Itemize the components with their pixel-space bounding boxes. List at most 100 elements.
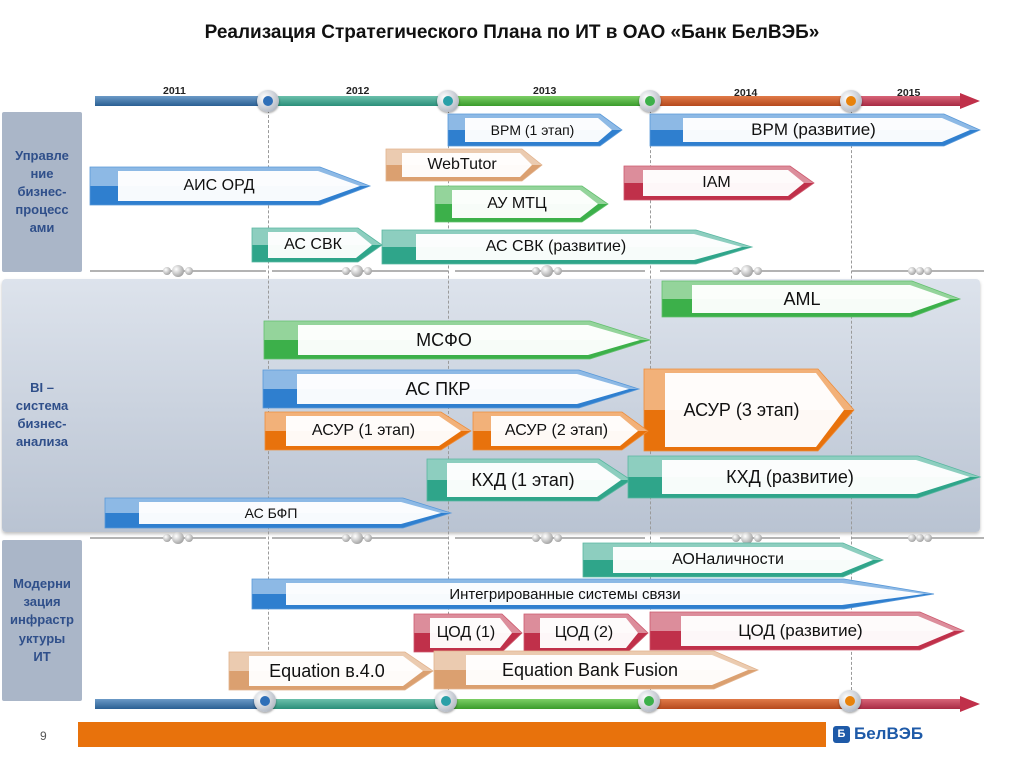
logo-text: БелВЭБ (854, 724, 924, 743)
task-tsod-1: ЦОД (1) (413, 613, 523, 653)
section-separator (660, 532, 840, 544)
year-label: 2011 (163, 85, 186, 97)
milestone-node (257, 90, 279, 112)
task-arrow-shape (264, 411, 472, 451)
task-label: ЦОД (2) (554, 624, 614, 641)
task-arrow-shape (523, 613, 649, 653)
task-arrow-shape (104, 497, 453, 529)
task-arrow-shape (385, 148, 543, 182)
task-asur-stage3: АСУР (3 этап) (643, 368, 855, 452)
task-label: Equation Bank Fusion (501, 659, 679, 680)
task-arrow-shape (251, 578, 935, 610)
category-infra-line: уктуры (18, 630, 66, 646)
milestone-node (437, 90, 459, 112)
task-arrow-shape (661, 280, 962, 318)
task-arrow-shape (413, 613, 523, 653)
task-label: АСУР (1 этап) (311, 422, 416, 439)
page-number: 9 (40, 729, 47, 743)
section-separator (272, 532, 448, 544)
category-infra-line: зация (23, 594, 61, 610)
task-arrow-shape (643, 368, 855, 452)
task-iam: IAM (623, 165, 815, 201)
section-separator (272, 265, 448, 277)
task-arrow-shape (472, 411, 649, 451)
category-infra-line: ИТ (33, 648, 51, 664)
task-arrow-shape (263, 320, 652, 360)
task-label: МСФО (416, 329, 472, 350)
task-label: КХД (1 этап) (471, 469, 575, 490)
task-bpm-stage1: BPM (1 этап) (447, 113, 623, 147)
task-arrow-shape (447, 113, 623, 147)
category-bpm: Управле ние бизнес- процесс ами (2, 112, 82, 272)
milestone-node (839, 690, 861, 712)
category-bpm-line: Управле (15, 147, 69, 163)
task-bpm-development: BPM (развитие) (649, 113, 981, 147)
milestone-line (851, 110, 852, 700)
task-khd-stage1: КХД (1 этап) (426, 458, 632, 502)
task-equation-4: Equation в.4.0 (228, 651, 434, 691)
task-label: АС ПКР (405, 378, 471, 399)
task-aml: AML (661, 280, 962, 318)
task-as-bfp: АС БФП (104, 497, 453, 529)
task-label: IAM (702, 174, 731, 191)
milestone-node (254, 690, 276, 712)
task-as-svk: АС СВК (251, 227, 383, 263)
task-arrow-shape (434, 185, 609, 223)
task-label: AML (783, 288, 821, 309)
section-separator (90, 265, 266, 277)
task-label: АИС ОРД (183, 177, 255, 194)
category-bi-line: бизнес- (17, 416, 67, 431)
category-bpm-line: ние (30, 165, 54, 181)
task-label: ЦОД (развитие) (738, 621, 863, 640)
section-separator (455, 532, 645, 544)
task-arrow-shape (89, 166, 372, 206)
task-asur-stage1: АСУР (1 этап) (264, 411, 472, 451)
milestone-node (639, 90, 661, 112)
logo-icon: Б (833, 725, 850, 743)
task-label: АСУР (3 этап) (683, 399, 800, 420)
category-bi-line: система (15, 397, 69, 413)
company-logo: Б БелВЭБ (833, 724, 923, 744)
task-label: АСУР (2 этап) (504, 422, 609, 439)
footer-bar (78, 722, 826, 747)
task-khd-development: КХД (развитие) (627, 455, 982, 499)
category-bi: BI – система бизнес- анализа (2, 370, 82, 460)
task-as-svk-development: АС СВК (развитие) (381, 229, 754, 265)
task-ais-ord: АИС ОРД (89, 166, 372, 206)
task-asur-stage2: АСУР (2 этап) (472, 411, 649, 451)
page-title: Реализация Стратегического Плана по ИТ в… (204, 22, 820, 43)
task-label: АС СВК (284, 236, 342, 253)
task-label: BPM (1 этап) (490, 122, 575, 138)
task-label: Интегрированные системы связи (449, 585, 681, 603)
task-tsod-2: ЦОД (2) (523, 613, 649, 653)
task-label: WebTutor (427, 156, 497, 173)
task-as-pkr: АС ПКР (262, 369, 641, 409)
section-separator (852, 534, 984, 542)
task-label: АС СВК (развитие) (485, 238, 627, 255)
task-label: BPM (развитие) (751, 120, 876, 139)
task-msfo: МСФО (263, 320, 652, 360)
category-infra: Модерни зация инфрастр уктуры ИТ (2, 540, 82, 701)
task-arrow-shape (627, 455, 982, 499)
milestone-node (638, 690, 660, 712)
category-bi-line: анализа (15, 434, 69, 450)
task-arrow-shape (649, 113, 981, 147)
task-arrow-shape (251, 227, 383, 263)
category-bpm-line: процесс (15, 202, 69, 218)
task-arrow-shape (582, 542, 885, 578)
section-separator (90, 532, 266, 544)
task-arrow-shape (433, 650, 760, 690)
task-label: КХД (развитие) (726, 466, 854, 487)
section-separator (455, 265, 645, 277)
task-arrow-shape (649, 611, 966, 651)
task-label: АС БФП (244, 505, 298, 521)
task-webtutor: WebTutor (385, 148, 543, 182)
task-arrow-shape (426, 458, 632, 502)
category-bpm-line: бизнес- (17, 183, 67, 199)
milestone-node (435, 690, 457, 712)
milestone-node (840, 90, 862, 112)
task-arrow-shape (262, 369, 641, 409)
category-bi-line: BI – (30, 379, 54, 395)
task-arrow-shape (381, 229, 754, 265)
task-label: Equation в.4.0 (269, 660, 385, 681)
